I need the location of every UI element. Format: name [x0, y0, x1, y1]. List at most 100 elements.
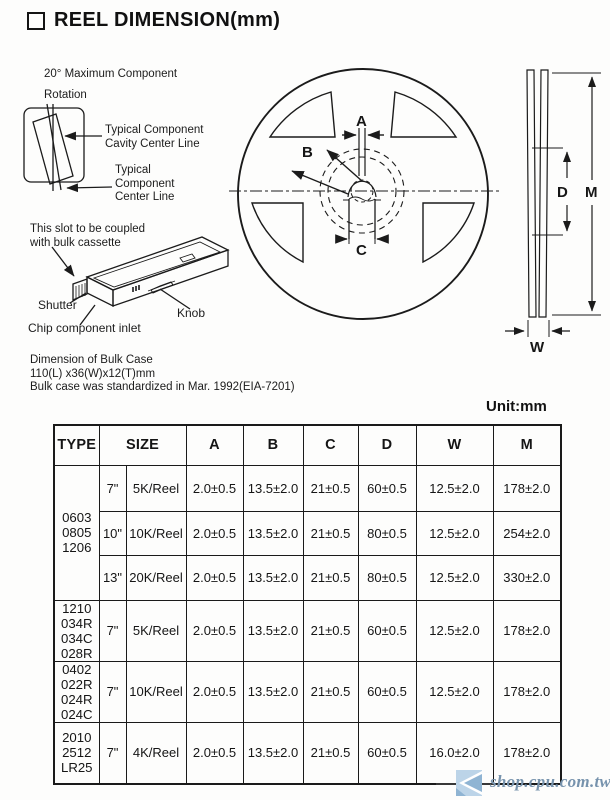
type-line: 1210 [62, 600, 92, 616]
rotation-caption: 20° Maximum Component Rotation [44, 64, 177, 106]
d-cell: 60±0.5 [357, 464, 417, 512]
a-cell: 2.0±0.5 [185, 599, 244, 662]
size-inch-cell: 7" [98, 721, 127, 785]
d-cell: 60±0.5 [357, 660, 417, 723]
type-line: 0402 [62, 661, 92, 677]
reel-label-c: C [356, 242, 367, 259]
size-inch-cell: 7" [98, 660, 127, 723]
page-title: REEL DIMENSION(mm) [27, 9, 280, 32]
type-line: 1206 [62, 540, 92, 555]
a-cell: 2.0±0.5 [185, 464, 244, 512]
reel-side-view-drawing [505, 69, 601, 337]
type-line: LR25 [60, 760, 93, 776]
cavity-centerline-label: Typical Component Cavity Center Line [105, 124, 204, 150]
m-cell: 330±2.0 [492, 554, 562, 601]
rotation-caption-line: 20° Maximum Component [44, 68, 178, 80]
m-cell: 254±2.0 [492, 510, 562, 556]
size-qty-cell: 5K/Reel [125, 599, 187, 662]
shutter-label: Shutter [38, 298, 77, 312]
type-line: 028R [60, 645, 93, 661]
size-qty-cell: 5K/Reel [125, 464, 187, 512]
reel-label-a: A [356, 113, 367, 130]
a-cell: 2.0±0.5 [185, 721, 244, 785]
side-label-m: M [585, 184, 598, 201]
size-qty-cell: 4K/Reel [125, 721, 187, 785]
slot-label: This slot to be coupled with bulk casset… [30, 223, 146, 249]
col-header-b: B [242, 424, 304, 466]
type-line: 022R [60, 676, 93, 692]
type-line: 034R [60, 615, 93, 631]
b-cell: 13.5±2.0 [242, 599, 304, 662]
d-cell: 80±0.5 [357, 510, 417, 556]
c-cell: 21±0.5 [302, 464, 359, 512]
w-cell: 12.5±2.0 [415, 510, 494, 556]
col-header-size: SIZE [98, 424, 187, 466]
size-inch-cell: 7" [98, 599, 127, 662]
table-header-row: TYPE SIZE A B C D W M [53, 424, 562, 466]
d-cell: 80±0.5 [357, 554, 417, 601]
type-line: 0805 [62, 525, 92, 540]
bulk-case-note: Dimension of Bulk Case 110(L) x36(W)x12(… [30, 354, 295, 393]
w-cell: 12.5±2.0 [415, 554, 494, 601]
m-cell: 178±2.0 [492, 721, 562, 785]
w-cell: 12.5±2.0 [415, 464, 494, 512]
col-header-d: D [357, 424, 417, 466]
a-cell: 2.0±0.5 [185, 554, 244, 601]
component-centerline-label: Typical Component Center Line [115, 164, 175, 203]
d-cell: 60±0.5 [357, 721, 417, 785]
b-cell: 13.5±2.0 [242, 660, 304, 723]
c-cell: 21±0.5 [302, 554, 359, 601]
m-cell: 178±2.0 [492, 660, 562, 723]
m-cell: 178±2.0 [492, 599, 562, 662]
m-cell: 178±2.0 [492, 464, 562, 512]
page-title-text: REEL DIMENSION(mm) [54, 9, 281, 31]
b-cell: 13.5±2.0 [242, 464, 304, 512]
a-cell: 2.0±0.5 [185, 660, 244, 723]
b-cell: 13.5±2.0 [242, 554, 304, 601]
c-cell: 21±0.5 [302, 721, 359, 785]
c-cell: 21±0.5 [302, 510, 359, 556]
unit-label: Unit:mm [486, 398, 547, 415]
rotation-square-drawing [23, 103, 113, 193]
chip-inlet-label: Chip component inlet [28, 321, 141, 335]
col-header-type: TYPE [53, 424, 100, 466]
size-inch-cell: 13" [98, 554, 127, 601]
c-cell: 21±0.5 [302, 660, 359, 723]
watermark: shop.cpu.com.tw [436, 766, 610, 800]
reel-label-b: B [302, 144, 313, 161]
size-qty-cell: 10K/Reel [125, 660, 187, 723]
watermark-logo [436, 770, 494, 796]
a-cell: 2.0±0.5 [185, 510, 244, 556]
watermark-text: shop.cpu.com.tw [490, 772, 610, 791]
type-line: 024C [60, 706, 93, 722]
col-header-a: A [185, 424, 244, 466]
rotation-caption-line: Rotation [44, 89, 87, 101]
reel-drawing [229, 68, 500, 320]
size-qty-cell: 20K/Reel [125, 554, 187, 601]
col-header-w: W [415, 424, 494, 466]
size-qty-cell: 10K/Reel [125, 510, 187, 556]
col-header-m: M [492, 424, 562, 466]
side-label-d: D [557, 184, 568, 201]
b-cell: 13.5±2.0 [242, 721, 304, 785]
type-line: 0603 [62, 510, 92, 525]
size-inch-cell: 7" [98, 464, 127, 512]
w-cell: 12.5±2.0 [415, 599, 494, 662]
type-line: 024R [60, 691, 93, 707]
w-cell: 12.5±2.0 [415, 660, 494, 723]
type-line: 2512 [62, 745, 92, 761]
checkbox-icon [27, 11, 45, 30]
c-cell: 21±0.5 [302, 599, 359, 662]
